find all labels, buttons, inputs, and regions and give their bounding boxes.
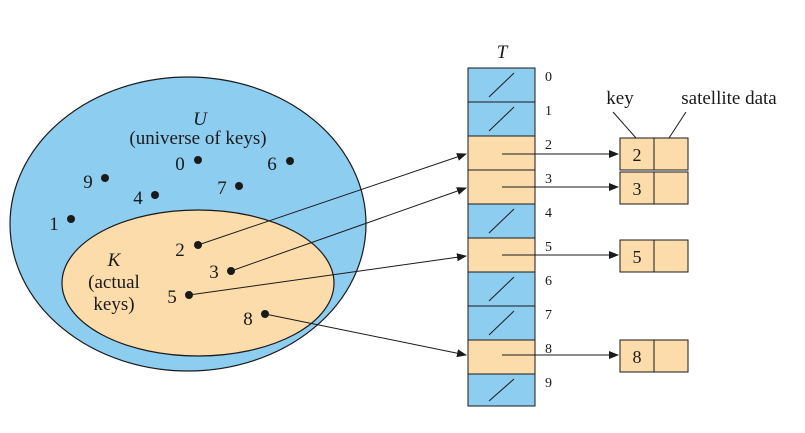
- universe-key-label: 4: [133, 188, 143, 209]
- satellite-header: satellite data: [681, 88, 777, 109]
- key-dot: [235, 182, 243, 190]
- slot-index: 9: [545, 376, 552, 391]
- universe-key-label: 0: [175, 154, 185, 175]
- slot-index: 8: [545, 342, 552, 357]
- element-key-value: 2: [633, 145, 642, 165]
- key-dot: [67, 215, 75, 223]
- table-slots: 0 1 2 3 4 5: [467, 67, 552, 407]
- slot-index: 3: [545, 172, 552, 187]
- table-slot: 4: [467, 203, 552, 239]
- slot-index: 4: [545, 206, 552, 221]
- element-key-cell: [619, 239, 655, 273]
- table-slot: 0: [467, 67, 552, 103]
- slot-to-element-arrows: [502, 150, 619, 359]
- slot-index: 5: [545, 240, 552, 255]
- universe-key: 9: [83, 172, 109, 193]
- table-slot: 7: [467, 305, 552, 341]
- nil-slash: [488, 378, 515, 402]
- element-key-value: 5: [633, 247, 642, 267]
- nil-slash: [488, 208, 515, 234]
- actual-keys-caption-line2: keys): [93, 294, 134, 315]
- universe-key-label: 1: [49, 214, 59, 235]
- slot-index: 0: [545, 70, 552, 85]
- key-dot: [194, 156, 202, 164]
- key-to-slot-arrow: [197, 153, 467, 246]
- key-dot: [286, 157, 294, 165]
- actual-key-label: 5: [167, 287, 177, 308]
- key-dot: [101, 174, 109, 182]
- actual-keys-label: K: [107, 250, 122, 271]
- nil-slash: [488, 310, 515, 336]
- universe-key: 0: [175, 154, 202, 175]
- element-key-cell: [619, 339, 655, 373]
- actual-key-label: 8: [243, 309, 253, 330]
- table-slot: 6: [467, 271, 552, 307]
- universe-label: U: [193, 109, 208, 130]
- element-satellite-cell: [653, 171, 689, 205]
- key-header: key: [606, 88, 634, 109]
- actual-keys-caption-line1: (actual: [88, 272, 140, 293]
- element-key-cell: [619, 171, 655, 205]
- table-slot: 8: [467, 339, 552, 375]
- key-to-slot-arrow: [230, 187, 467, 272]
- element-box: 5: [619, 239, 689, 273]
- slot-index: 7: [545, 308, 552, 323]
- element-key-value: 8: [633, 347, 642, 367]
- element-box: 3: [619, 171, 689, 205]
- element-key-cell: [619, 137, 655, 171]
- slot-index: 6: [545, 274, 552, 289]
- universe-key: 4: [133, 188, 159, 209]
- element-box: 8: [619, 339, 689, 373]
- universe-key-label: 7: [217, 178, 227, 199]
- universe-key: 7: [217, 178, 243, 199]
- slot-cell: [467, 339, 536, 375]
- key-dot: [151, 191, 159, 199]
- nil-slash: [488, 276, 515, 302]
- universe-key-label: 9: [83, 172, 93, 193]
- element-satellite-cell: [653, 339, 689, 373]
- actual-key-label: 3: [209, 262, 219, 283]
- key-to-slot-arrow: [264, 313, 467, 358]
- universe-key: 6: [267, 154, 294, 175]
- key-to-slot-arrow: [188, 253, 467, 296]
- key-header-pointer: [612, 111, 637, 139]
- table-slot: 2: [467, 135, 552, 171]
- table-label: T: [497, 42, 509, 63]
- nil-slash: [488, 72, 515, 98]
- satellite-header-pointer: [668, 111, 687, 139]
- slot-cell: [467, 135, 536, 171]
- nil-slash: [488, 106, 515, 132]
- actual-key-label: 2: [175, 240, 185, 261]
- element-key-value: 3: [633, 179, 642, 199]
- actual-keys-ellipse: [61, 209, 335, 357]
- element-box: 2: [619, 137, 689, 171]
- table-slot: 1: [467, 101, 552, 137]
- slot-index: 2: [545, 138, 552, 153]
- element-satellite-cell: [653, 137, 689, 171]
- universe-key: 1: [49, 214, 75, 235]
- key-to-slot-arrows: [188, 153, 467, 358]
- universe-caption: (universe of keys): [129, 128, 266, 149]
- universe-key-label: 6: [267, 154, 277, 175]
- table-slot: 9: [467, 373, 552, 407]
- slot-index: 1: [545, 104, 552, 119]
- element-satellite-cell: [653, 239, 689, 273]
